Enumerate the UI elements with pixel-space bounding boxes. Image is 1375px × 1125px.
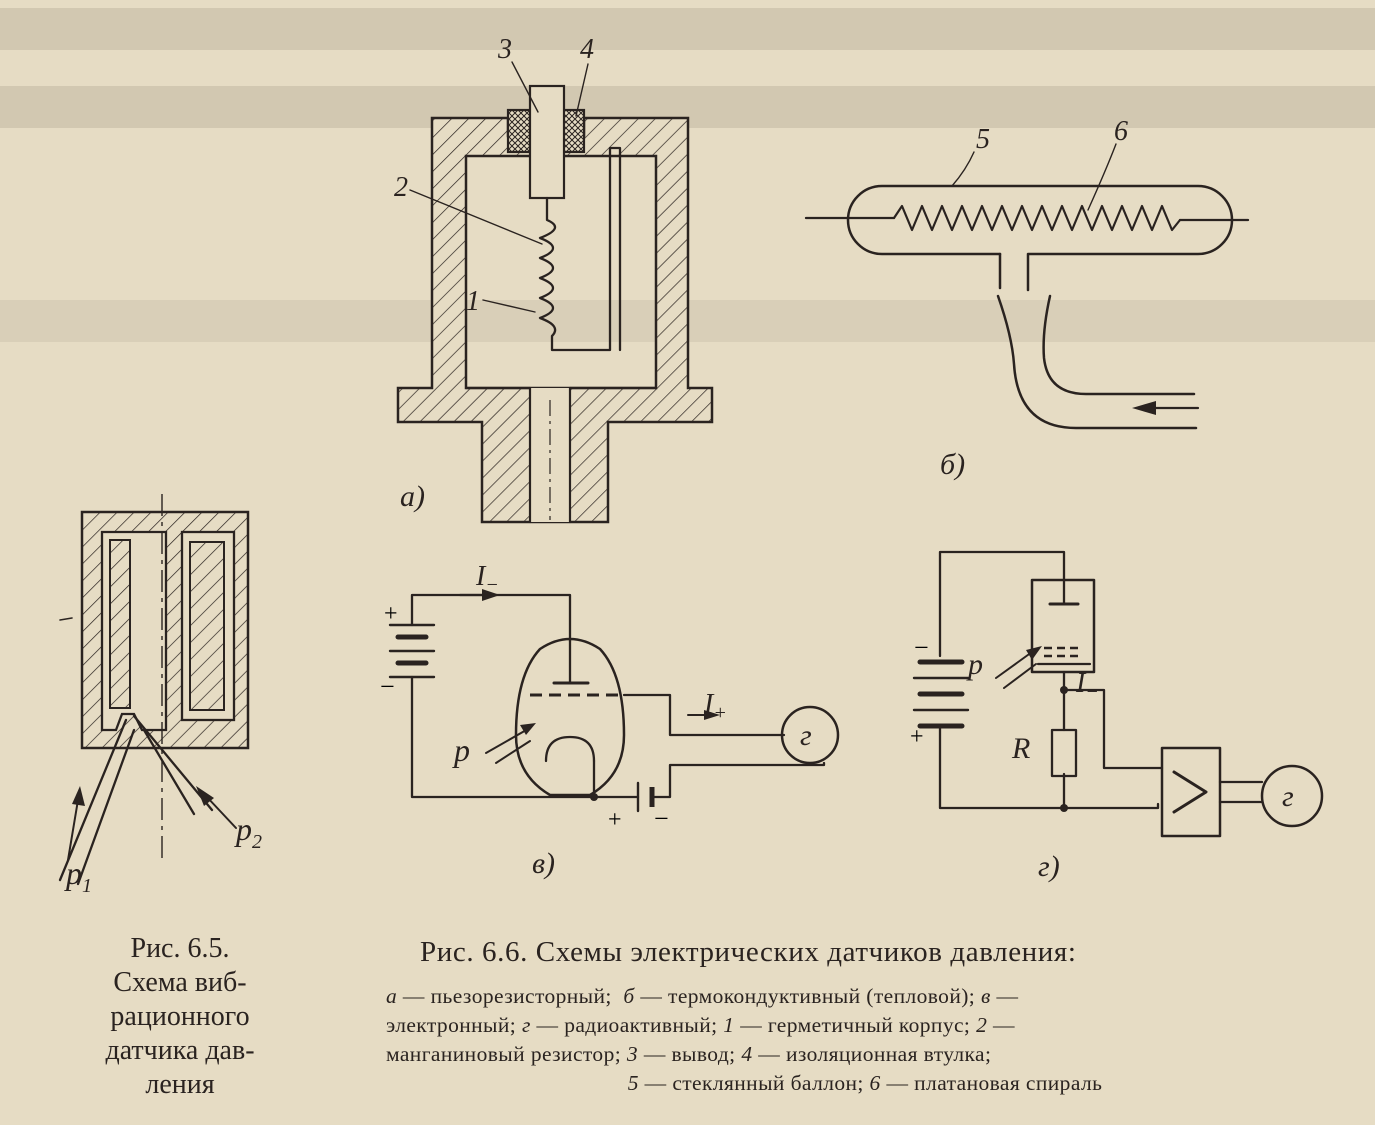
figure-6-6-a-piezoresistive-sensor: 1 2 3 4 а)	[394, 34, 714, 524]
caption-line: Рис. 6.5.	[130, 933, 230, 964]
subfigure-label-b: б)	[940, 448, 965, 481]
battery-minus: −	[914, 633, 929, 662]
caption-line: Схема виб-	[113, 967, 247, 998]
legend-key: 4	[741, 1042, 753, 1066]
meter-label: г	[800, 719, 812, 752]
meter-label: г	[1282, 780, 1294, 813]
pressure-label: p	[452, 732, 470, 768]
legend-text: электронный;	[386, 1013, 517, 1037]
battery-plus: +	[910, 724, 924, 750]
terminal-lead	[528, 84, 566, 200]
figure-6-6-v-electronic-sensor: + − I− г I+ + − p в)	[380, 561, 840, 880]
figure-6-5-caption: Рис. 6.5. Схема виб- рационного датчика …	[50, 932, 310, 1102]
subfigure-label-v: в)	[532, 847, 555, 880]
meter-g	[780, 705, 840, 765]
amplifier	[1160, 746, 1222, 838]
legend-key: 6	[869, 1071, 881, 1095]
legend-text: вывод;	[671, 1042, 736, 1066]
subfigure-label-a: а)	[400, 480, 425, 513]
caption-line: датчика дав-	[105, 1035, 255, 1066]
current-minus-label: I−	[475, 561, 499, 596]
figure-6-6-g-radioactive-sensor: − + R г I− p г)	[910, 550, 1324, 883]
figure-6-5-vibration-sensor: p1 p2	[58, 494, 262, 897]
figure-6-6-b-thermal-sensor: 5 6 б)	[804, 116, 1250, 481]
figure-6-6-caption-title: Рис. 6.6. Схемы электрических датчиков д…	[420, 936, 1077, 968]
caption-line: рационного	[110, 1001, 250, 1032]
legend-key: а	[386, 984, 398, 1008]
legend-key: 2	[976, 1013, 988, 1037]
legend-key: б	[623, 984, 635, 1008]
vacuum-tube	[514, 637, 626, 797]
legend-text: манганиновый резистор;	[386, 1042, 622, 1066]
legend-text: изоляционная втулка;	[785, 1042, 992, 1066]
legend-text: герметичный корпус;	[767, 1013, 971, 1037]
legend-text: радиоактивный;	[564, 1013, 718, 1037]
callout-6: 6	[1114, 116, 1128, 147]
legend-text: стеклянный баллон;	[672, 1071, 864, 1095]
legend-text: пьезорезисторный;	[430, 984, 612, 1008]
battery-top-plus: +	[384, 601, 398, 627]
battery-top	[388, 623, 436, 679]
current-plus-label: I+	[703, 689, 727, 724]
legend-text: термокондуктивный (тепловой);	[668, 984, 976, 1008]
callout-2: 2	[394, 172, 408, 203]
legend-key: г	[521, 1013, 531, 1037]
meter-g	[1260, 764, 1324, 828]
current-label: I−	[1075, 668, 1099, 703]
battery-bottom-minus: −	[654, 804, 669, 833]
resistor-r	[1050, 728, 1078, 778]
figure-6-6-caption-legend: а — пьезорезисторный; б — термокондуктив…	[386, 984, 1103, 1095]
legend-key: в	[980, 984, 991, 1008]
battery-bottom-plus: +	[608, 807, 622, 833]
platinum-spiral	[892, 204, 1182, 232]
pressure-p1: p1	[64, 855, 92, 897]
pressure-p2: p2	[234, 811, 262, 853]
legend-key: 1	[723, 1013, 735, 1037]
callout-3: 3	[497, 34, 512, 65]
callout-1: 1	[466, 286, 480, 317]
glass-bulb	[846, 184, 1234, 292]
callout-4: 4	[580, 34, 594, 65]
manganin-resistor-coil	[538, 146, 622, 352]
battery-top-minus: −	[380, 672, 395, 701]
caption-line: ления	[145, 1069, 215, 1100]
legend-text: платановая спираль	[914, 1071, 1103, 1095]
battery	[912, 659, 970, 729]
bleed-through-band	[0, 8, 1375, 50]
resistor-label: R	[1011, 732, 1030, 765]
callout-5: 5	[976, 124, 990, 155]
pressure-label: p	[966, 648, 983, 681]
legend-key: 3	[626, 1042, 639, 1066]
subfigure-label-g: г)	[1038, 850, 1060, 883]
legend-key: 5	[627, 1071, 639, 1095]
